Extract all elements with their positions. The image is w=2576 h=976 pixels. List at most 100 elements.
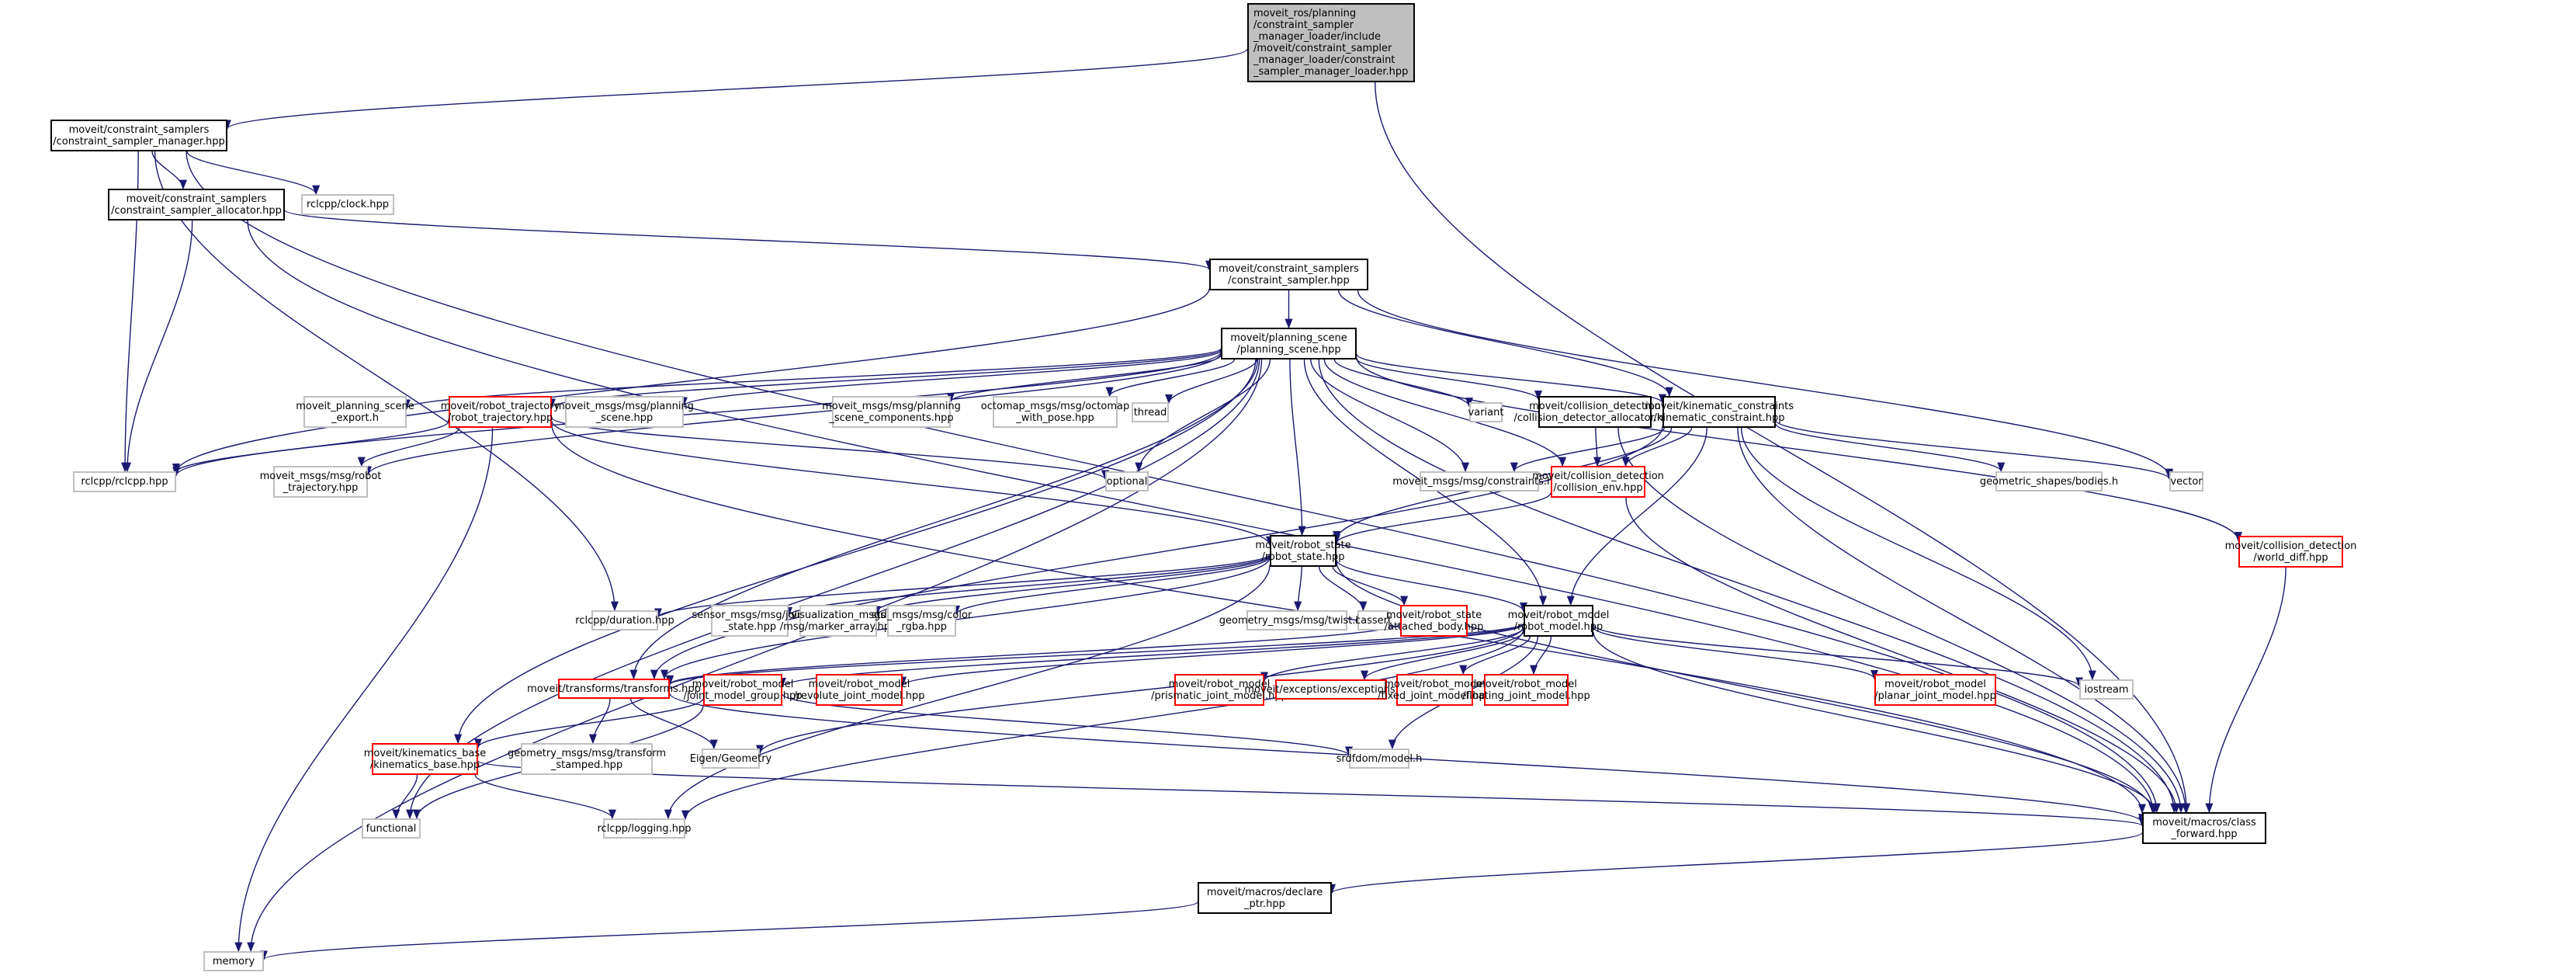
node-functional[interactable]: functional — [362, 818, 421, 839]
node-exceptions[interactable]: moveit/exceptions/exceptions.hpp — [1244, 679, 1418, 700]
node-octomap-with-pose[interactable]: octomap_msgs/msg/octomap _with_pose.hpp — [981, 396, 1129, 428]
edge-rs-to-duration — [654, 554, 1271, 618]
node-cassert[interactable]: cassert — [1355, 610, 1392, 630]
node-iostream[interactable]: iostream — [2079, 679, 2134, 700]
node-root-file[interactable]: moveit_ros/planning /constraint_sampler … — [1247, 3, 1415, 82]
edge-rm-to-iostream — [1593, 624, 2083, 687]
node-optional[interactable]: optional — [1105, 471, 1149, 491]
node-planar-joint-model[interactable]: moveit/robot_model /planar_joint_model.h… — [1874, 674, 1996, 706]
node-color-rgba[interactable]: std_msgs/msg/color _rgba.hpp — [872, 605, 972, 637]
node-twist[interactable]: geometry_msgs/msg/twist.hpp — [1219, 610, 1375, 630]
node-joint-model-group[interactable]: moveit/robot_model /joint_model_group.hp… — [684, 674, 803, 706]
node-robot-trajectory[interactable]: moveit/robot_trajectory /robot_trajector… — [441, 396, 560, 428]
node-kinematic-constraint[interactable]: moveit/kinematic_constraints /kinematic_… — [1645, 396, 1794, 428]
node-srdfdom-model[interactable]: srdfdom/model.h — [1337, 748, 1422, 769]
edge-rm-to-eigen — [756, 626, 1524, 755]
edge-kc-to-cf — [1737, 427, 2190, 814]
node-rclcpp[interactable]: rclcpp/rclcpp.hpp — [73, 471, 176, 492]
edge-kc-to-rm — [1566, 427, 1708, 606]
edge-rm-to-plm — [1593, 627, 1878, 680]
edge-rs-to-color — [952, 557, 1271, 616]
edge-kc-to-cenv — [1621, 427, 1693, 467]
edge-ps-to-optional — [1135, 359, 1271, 473]
edge-ps-to-cenv — [1323, 359, 1567, 467]
node-constraint-sampler-manager[interactable]: moveit/constraint_samplers /constraint_s… — [50, 120, 227, 151]
node-msg-planning-scene[interactable]: moveit_msgs/msg/planning _scene.hpp — [555, 396, 694, 428]
edge-rs-to-tf — [660, 557, 1271, 680]
node-robot-model[interactable]: moveit/robot_model /robot_model.hpp — [1508, 605, 1609, 637]
node-rclcpp-duration[interactable]: rclcpp/duration.hpp — [575, 610, 674, 630]
node-marker-array[interactable]: visualization_msgs /msg/marker_array.hpp — [780, 605, 896, 637]
node-joint-state[interactable]: sensor_msgs/msg/joint _state.hpp — [692, 605, 808, 637]
node-constraint-sampler-allocator[interactable]: moveit/constraint_samplers /constraint_s… — [108, 189, 285, 221]
edge-rs-to-ab — [1332, 566, 1409, 606]
edge-ps-to-cda — [1356, 358, 1542, 401]
edge-rm-to-flm — [1530, 636, 1552, 676]
node-world-diff[interactable]: moveit/collision_detection /world_diff.h… — [2225, 536, 2356, 568]
node-collision-detector-allocator[interactable]: moveit/collision_detection /collision_de… — [1513, 396, 1676, 428]
edge-rs-to-logging — [664, 564, 1271, 820]
edge-rm-to-fjm — [1459, 636, 1531, 676]
edge-rt-to-rs — [551, 420, 1274, 547]
edge-ps-to-msgrt — [364, 353, 1222, 477]
node-eigen-geometry[interactable]: Eigen/Geometry — [690, 748, 771, 769]
edge-csa-to-cs — [284, 210, 1213, 271]
node-planning-scene[interactable]: moveit/planning_scene /planning_scene.hp… — [1221, 328, 1357, 359]
node-attached-body[interactable]: moveit/robot_state /attached_body.hpp — [1385, 605, 1483, 637]
node-msg-planning-scene-components[interactable]: moveit_msgs/msg/planning _scene_componen… — [822, 396, 961, 428]
edge-csa-to-rclcpp — [123, 220, 193, 473]
edge-cs-to-rclcpp — [172, 288, 1210, 474]
edge-rt-to-msgrt — [357, 427, 460, 467]
edge-cenv-to-cf — [1625, 497, 2181, 814]
edge-csm-to-clock — [186, 151, 321, 196]
node-class-forward[interactable]: moveit/macros/class _forward.hpp — [2142, 812, 2266, 844]
node-prismatic-joint-model[interactable]: moveit/robot_model /prismatic_joint_mode… — [1151, 674, 1288, 706]
node-geometric-shapes-bodies[interactable]: geometric_shapes/bodies.h — [1980, 471, 2118, 491]
node-transforms[interactable]: moveit/transforms/transforms.hpp — [527, 679, 701, 699]
node-planning-scene-export[interactable]: moveit_planning_scene _export.h — [296, 396, 414, 428]
node-msg-robot-trajectory[interactable]: moveit_msgs/msg/robot _trajectory.hpp — [260, 466, 381, 498]
edge-cda-to-cenv — [1593, 427, 1602, 467]
node-declare-ptr[interactable]: moveit/macros/declare _ptr.hpp — [1198, 882, 1332, 914]
node-robot-state[interactable]: moveit/robot_state /robot_state.hpp — [1255, 535, 1351, 567]
edge-rs-to-twist — [1294, 566, 1302, 612]
edge-kc-to-iostream — [1740, 427, 2096, 681]
node-fixed-joint-model[interactable]: moveit/robot_model /fixed_joint_model.hp… — [1378, 674, 1492, 706]
node-transform-stamped[interactable]: geometry_msgs/msg/transform _stamped.hpp — [508, 743, 666, 775]
node-collision-env[interactable]: moveit/collision_detection /collision_en… — [1532, 466, 1664, 498]
edge-cda-to-cf — [1617, 427, 2185, 814]
node-kinematics-base[interactable]: moveit/kinematics_base /kinematics_base.… — [364, 743, 486, 775]
edge-rm-to-rjm — [899, 623, 1524, 687]
edge-ps-to-octo — [1105, 359, 1236, 398]
node-variant[interactable]: variant — [1468, 402, 1503, 422]
edge-kc-to-bodies — [1775, 423, 2006, 473]
edge-cenv-to-rs — [1333, 492, 1551, 544]
edge-ps-to-constraints — [1310, 359, 1470, 473]
node-vector[interactable]: vector — [2169, 471, 2203, 491]
edge-rs-to-rm — [1336, 559, 1527, 613]
node-memory[interactable]: memory — [203, 951, 264, 971]
edge-cf-to-dp — [1328, 832, 2143, 894]
edge-rm-to-exc — [1361, 630, 1524, 681]
node-floating-joint-model[interactable]: moveit/robot_model /floating_joint_model… — [1462, 674, 1590, 706]
edge-rm-to-cf — [1593, 631, 2159, 814]
edge-ps-to-cf — [1318, 359, 2179, 814]
edge-ps-to-thread — [1165, 359, 1257, 405]
edge-ps-to-tf — [629, 359, 1259, 680]
node-rclcpp-logging[interactable]: rclcpp/logging.hpp — [598, 818, 691, 839]
node-rclcpp-clock[interactable]: rclcpp/clock.hpp — [301, 194, 394, 215]
edge-cs-to-kc — [1338, 290, 1673, 398]
node-revolute-joint-model[interactable]: moveit/robot_model /revolute_joint_model… — [794, 674, 924, 706]
edge-jmg-to-kb — [474, 698, 704, 748]
node-constraint-sampler[interactable]: moveit/constraint_samplers /constraint_s… — [1209, 259, 1368, 290]
edge-root-to-csm — [224, 48, 1248, 130]
edge-ps-to-msgpsc — [947, 354, 1222, 403]
edge-kc-to-tf — [650, 425, 1663, 680]
edge-rt-to-rclcpp — [172, 421, 449, 474]
edge-csm-to-csa — [151, 151, 187, 190]
edge-rm-to-pjm — [1260, 627, 1524, 682]
edge-ps-to-wdiff — [1356, 357, 2242, 542]
node-thread[interactable]: thread — [1132, 402, 1169, 422]
node-msg-constraints[interactable]: moveit_msgs/msg/constraints.hpp — [1392, 471, 1566, 491]
edge-rm-to-logging — [681, 628, 1524, 821]
